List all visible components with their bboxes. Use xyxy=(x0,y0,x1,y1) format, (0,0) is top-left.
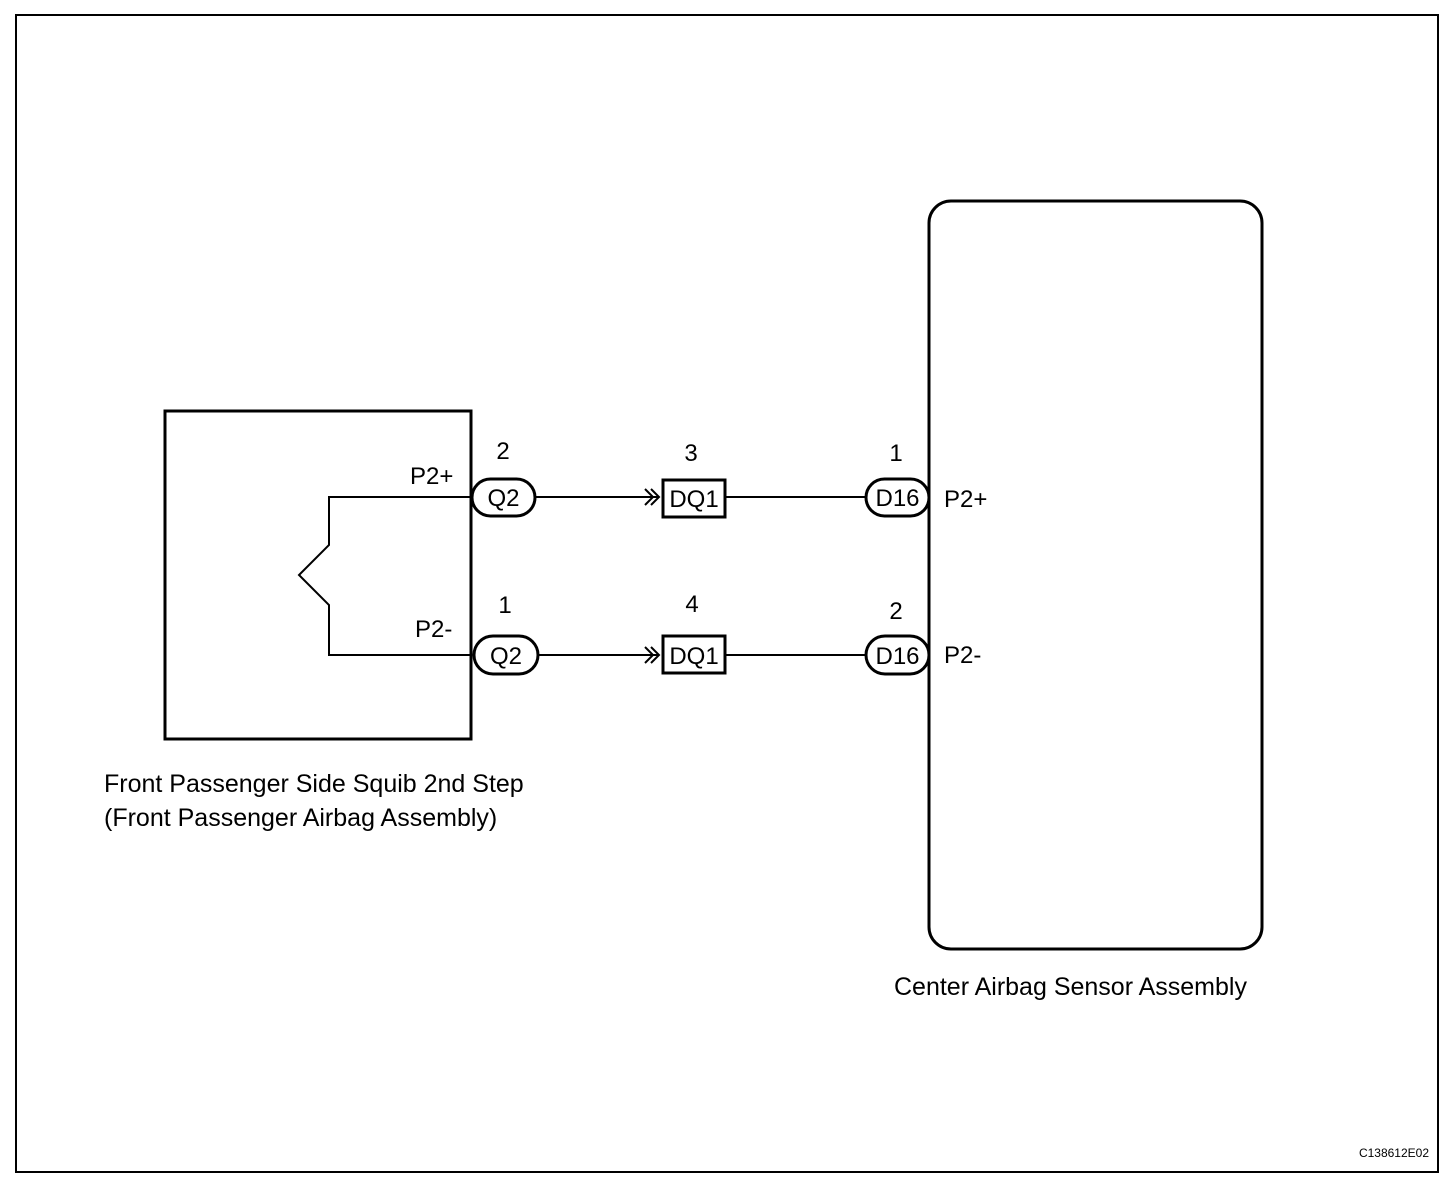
connector-dq1-bottom: DQ1 4 xyxy=(661,591,727,675)
wires xyxy=(535,488,866,664)
connector-dq1-bottom-label: DQ1 xyxy=(669,643,718,670)
sensor-box xyxy=(927,199,1264,951)
squib-element-symbol xyxy=(297,496,471,656)
connector-q2-bottom: Q2 1 xyxy=(472,592,540,676)
chevron-arrow-icon xyxy=(650,488,661,506)
squib-box xyxy=(163,409,473,741)
squib-terminal-plus: P2+ xyxy=(410,463,453,490)
connector-q2-bottom-label: Q2 xyxy=(490,643,522,670)
sensor-terminal-minus: P2- xyxy=(944,642,981,669)
sensor-component: P2+ P2- Center Airbag Sensor Assembly xyxy=(894,199,1264,1001)
connector-q2-top-label: Q2 xyxy=(487,485,519,512)
connector-q2-bottom-pin: 1 xyxy=(498,592,511,619)
connector-d16-top-pin: 1 xyxy=(889,440,902,467)
connector-d16-top-shape xyxy=(864,477,931,518)
chevron-arrow-icon xyxy=(650,646,661,664)
diagram-frame xyxy=(15,14,1439,1173)
squib-name-line2: (Front Passenger Airbag Assembly) xyxy=(104,804,497,832)
connector-d16-bottom-label: D16 xyxy=(875,643,919,670)
chevron-arrow-icon xyxy=(644,646,655,664)
connector-dq1-top: DQ1 3 xyxy=(661,440,727,519)
connector-d16-top-label: D16 xyxy=(875,485,919,512)
connector-d16-bottom-shape xyxy=(864,634,931,676)
connector-q2-top: Q2 2 xyxy=(470,438,537,518)
connector-q2-top-shape xyxy=(470,477,537,518)
squib-name-line1: Front Passenger Side Squib 2nd Step xyxy=(104,770,524,798)
squib-terminal-minus: P2- xyxy=(415,616,452,643)
connector-dq1-top-pin: 3 xyxy=(684,440,697,467)
connector-d16-top: D16 1 xyxy=(864,440,931,518)
connector-dq1-top-label: DQ1 xyxy=(669,486,718,513)
connector-d16-bottom: D16 2 xyxy=(864,598,931,676)
chevron-arrow-icon xyxy=(644,488,655,506)
connector-d16-bottom-pin: 2 xyxy=(889,598,902,625)
connector-q2-top-pin: 2 xyxy=(496,438,509,465)
connector-dq1-bottom-shape xyxy=(661,634,727,675)
connector-q2-bottom-shape xyxy=(472,634,540,676)
sensor-name: Center Airbag Sensor Assembly xyxy=(894,973,1247,1001)
connector-dq1-bottom-pin: 4 xyxy=(685,591,698,618)
figure-code: C138612E02 xyxy=(1359,1146,1429,1160)
connector-dq1-top-shape xyxy=(661,478,727,519)
sensor-terminal-plus: P2+ xyxy=(944,486,987,513)
squib-component: P2+ P2- Front Passenger Side Squib 2nd S… xyxy=(104,409,524,832)
